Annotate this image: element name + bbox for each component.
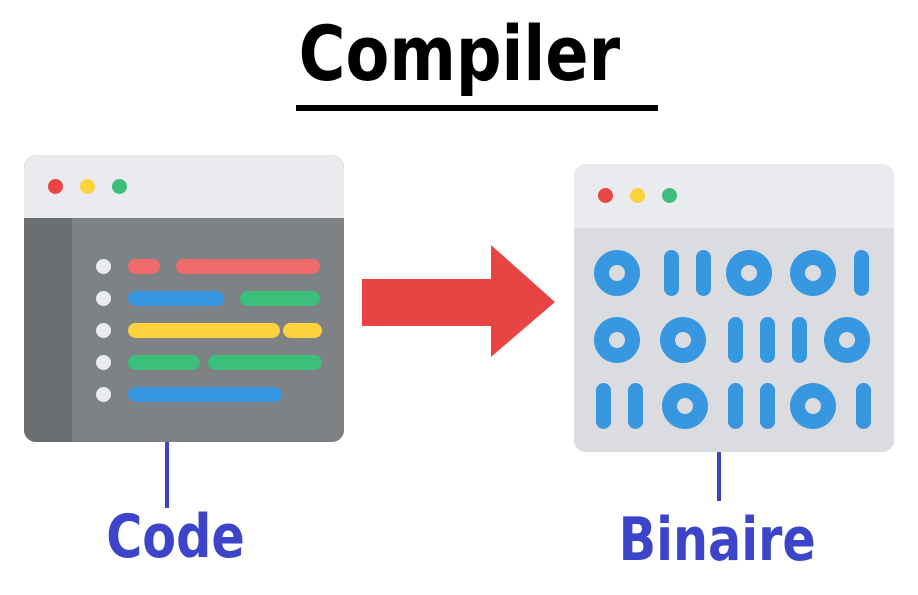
code-token-bar [128,355,200,370]
code-connector-line [165,442,169,508]
binary-one-digit [596,383,611,429]
code-window-gutter [24,218,72,442]
close-dot-icon [598,188,613,203]
binary-zero-digit [594,317,640,363]
code-line-bullet [96,259,111,274]
close-dot-icon [48,179,63,194]
code-token-bar [283,323,322,338]
binary-one-digit [760,317,775,363]
minimize-dot-icon [80,179,95,194]
binary-one-digit [760,383,775,429]
binary-one-digit [856,383,871,429]
code-line-bullet [96,291,111,306]
binary-one-digit [728,317,743,363]
code-editor-window-icon [24,155,344,442]
minimize-dot-icon [630,188,645,203]
binary-zero-digit [726,250,772,296]
binary-window-icon [574,164,894,452]
title-underline [296,105,658,111]
code-token-bar [128,387,282,402]
code-token-bar [208,355,322,370]
binary-label: Binaire [592,505,842,575]
code-token-bar [128,323,280,338]
code-line-bullet [96,355,111,370]
binary-window-body [574,228,894,452]
code-label-text: Code [105,502,245,572]
binary-label-text: Binaire [618,505,816,575]
diagram-title-text: Compiler [298,9,620,98]
code-token-bar [128,259,160,274]
binary-one-digit [628,383,643,429]
binary-one-digit [696,250,711,296]
binary-one-digit [792,317,807,363]
binary-one-digit [664,250,679,296]
code-token-bar [176,259,320,274]
binary-zero-digit [824,317,870,363]
code-window-titlebar [24,155,344,218]
code-line-bullet [96,387,111,402]
binary-window-titlebar [574,164,894,228]
maximize-dot-icon [662,188,677,203]
binary-one-digit [728,383,743,429]
code-label: Code [75,502,275,572]
code-token-bar [128,291,224,306]
code-window-body [72,218,344,442]
binary-zero-digit [660,317,706,363]
right-arrow-icon [362,245,555,357]
code-token-bar [240,291,320,306]
binary-zero-digit [594,250,640,296]
diagram-title: Compiler [0,4,918,104]
maximize-dot-icon [112,179,127,194]
binary-zero-digit [790,383,836,429]
code-line-bullet [96,323,111,338]
binary-zero-digit [662,383,708,429]
binary-connector-line [717,452,721,501]
binary-one-digit [854,250,869,296]
binary-zero-digit [790,250,836,296]
